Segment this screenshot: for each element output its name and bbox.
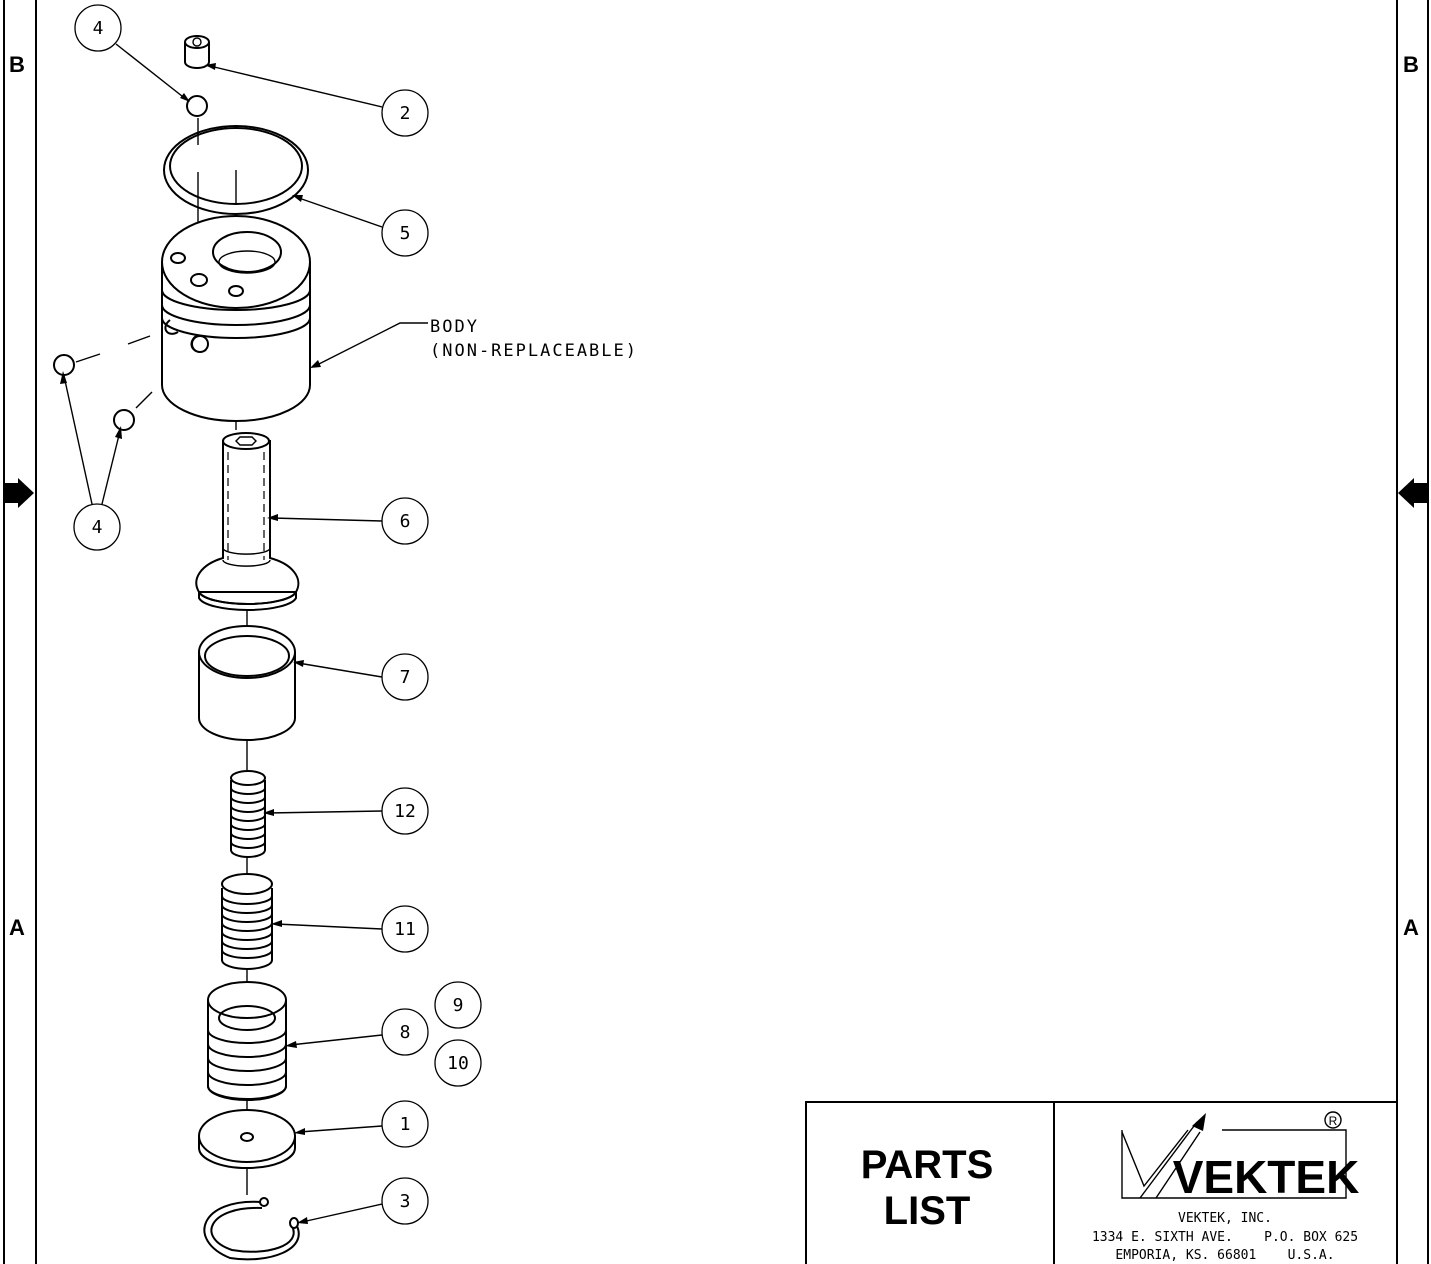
zone-label-right-bottom: A	[1403, 915, 1419, 940]
body-note-line2: (NON-REPLACEABLE)	[430, 341, 638, 361]
logo-text: VEKTEK	[1173, 1151, 1360, 1203]
title-block: PARTS LIST R VEKTEK VEKTEK, INC. 1334 E.…	[805, 1101, 1397, 1264]
part-4-ball-lower	[113, 409, 135, 431]
part-3-retaining-ring	[203, 1197, 300, 1261]
sheet-border: B B A A	[3, 0, 1429, 1264]
address-line1: 1334 E. SIXTH AVE. P.O. BOX 625	[1092, 1230, 1358, 1245]
zone-label-left-top: B	[9, 52, 25, 77]
balloon-7: 7	[381, 653, 429, 701]
balloon-10-label: 10	[447, 1053, 469, 1074]
balloon-5: 5	[381, 209, 429, 257]
part-2-set-screw	[184, 35, 210, 69]
left-centering-arrow	[4, 478, 34, 508]
balloon-3: 3	[381, 1177, 429, 1225]
balloon-12: 12	[381, 787, 429, 835]
balloon-4-lower: 4	[73, 503, 121, 551]
part-7-sleeve	[198, 625, 296, 741]
part-12-small-spring	[230, 770, 266, 858]
balloon-2-label: 2	[400, 103, 411, 124]
body-housing	[161, 215, 311, 422]
address-line2: EMPORIA, KS. 66801 U.S.A.	[1115, 1248, 1334, 1263]
part-11-medium-spring	[221, 873, 273, 970]
part-4-ball-top	[186, 95, 208, 117]
company-name: VEKTEK, INC.	[1178, 1211, 1272, 1226]
zone-label-left-bottom: A	[9, 915, 25, 940]
balloon-11-label: 11	[394, 919, 416, 940]
part-1-washer	[198, 1109, 296, 1169]
vektek-logo: R VEKTEK	[1121, 1111, 1360, 1203]
balloon-1-label: 1	[400, 1114, 411, 1135]
title-block-title-line1: PARTS	[861, 1143, 994, 1187]
part-5-o-ring	[163, 125, 309, 215]
balloon-9-label: 9	[453, 995, 464, 1016]
balloon-6-label: 6	[400, 511, 411, 532]
balloon-2: 2	[381, 89, 429, 137]
balloon-5-label: 5	[400, 223, 411, 244]
part-8-large-spring	[207, 981, 287, 1101]
title-block-title-line2: LIST	[884, 1189, 971, 1233]
balloon-6: 6	[381, 497, 429, 545]
registered-mark: R	[1329, 1114, 1338, 1128]
balloon-7-label: 7	[400, 667, 411, 688]
balloon-3-label: 3	[400, 1191, 411, 1212]
part-4-ball-left	[53, 354, 75, 376]
balloon-9: 9	[434, 981, 482, 1029]
body-note: BODY (NON-REPLACEABLE)	[430, 317, 638, 361]
balloon-4-top: 4	[74, 4, 122, 52]
balloon-1: 1	[381, 1100, 429, 1148]
balloon-4-lower-label: 4	[92, 517, 103, 538]
balloon-11: 11	[381, 905, 429, 953]
balloon-10: 10	[434, 1039, 482, 1087]
right-centering-arrow	[1398, 478, 1428, 508]
balloon-8-label: 8	[400, 1022, 411, 1043]
balloon-4-top-label: 4	[93, 18, 104, 39]
zone-label-right-top: B	[1403, 52, 1419, 77]
part-6-piston	[195, 432, 300, 612]
balloon-8: 8	[381, 1008, 429, 1056]
body-note-line1: BODY	[430, 317, 479, 337]
leader-lines	[60, 43, 428, 1224]
balloon-12-label: 12	[394, 801, 416, 822]
